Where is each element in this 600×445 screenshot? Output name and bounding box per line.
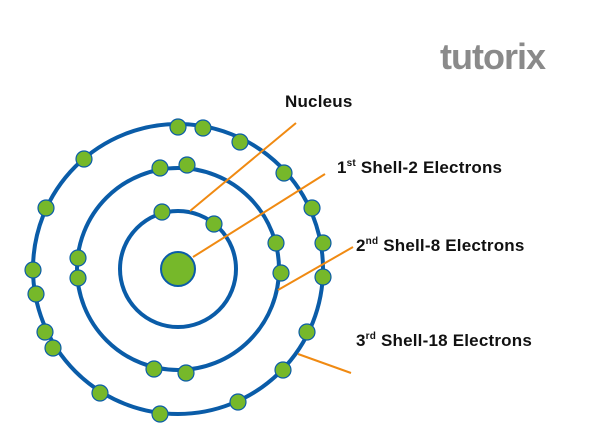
shell-2-electron [177, 364, 195, 382]
shell-1-electron [153, 203, 171, 221]
shell1-suffix: st [346, 158, 356, 169]
shell2-text: Shell-8 Electrons [378, 236, 525, 255]
shell1-text: Shell-2 Electrons [355, 158, 503, 177]
shell-2-electron [69, 269, 87, 287]
shell-3-electron [314, 234, 332, 252]
shell-3-electron [298, 323, 316, 341]
nucleus-label: Nucleus [285, 92, 353, 112]
shell-1-orbit [118, 209, 238, 329]
shell-3-electron [303, 199, 321, 217]
shell-3-electron [231, 133, 249, 151]
shell-2-pointer-line [277, 246, 354, 291]
shell1-label: 1st Shell-2 Electrons [337, 158, 502, 178]
shell3-label: 3rd Shell-18 Electrons [356, 331, 532, 351]
shell-3-electron [229, 393, 247, 411]
shell-3-electron [314, 268, 332, 286]
shell-1-pointer-line [192, 173, 326, 258]
shell3-suffix: rd [365, 331, 377, 342]
shell-2-electron [272, 264, 290, 282]
shell-3-electron [36, 323, 54, 341]
logo-text: tutorix [440, 36, 546, 77]
shell-3-pointer-line [297, 353, 352, 374]
shell-3-electron [44, 339, 62, 357]
shell-3-electron [274, 361, 292, 379]
shell-2-electron [267, 234, 285, 252]
shell2-label: 2nd Shell-8 Electrons [356, 236, 525, 256]
nucleus [160, 251, 196, 287]
nucleus-label-text: Nucleus [285, 92, 353, 111]
nucleus-pointer-line [189, 122, 297, 212]
shell1-num: 1 [337, 158, 347, 177]
shell2-num: 2 [356, 236, 366, 255]
shell2-suffix: nd [365, 236, 379, 247]
shell-3-electron [75, 150, 93, 168]
shell-3-electron [91, 384, 109, 402]
shell-3-electron [275, 164, 293, 182]
shell-3-electron [151, 405, 169, 423]
tutorix-logo: tutorix [440, 36, 546, 78]
shell-2-electron [69, 249, 87, 267]
shell-1-electron [205, 215, 223, 233]
shell-2-electron [151, 159, 169, 177]
shell-3-electron [27, 285, 45, 303]
shell3-text: Shell-18 Electrons [376, 331, 532, 350]
shell-3-electron [37, 199, 55, 217]
shell-2-electron [145, 360, 163, 378]
shell3-num: 3 [356, 331, 366, 350]
shell-3-electron [24, 261, 42, 279]
shell-3-electron [194, 119, 212, 137]
shell-2-electron [178, 156, 196, 174]
shell-3-electron [169, 118, 187, 136]
